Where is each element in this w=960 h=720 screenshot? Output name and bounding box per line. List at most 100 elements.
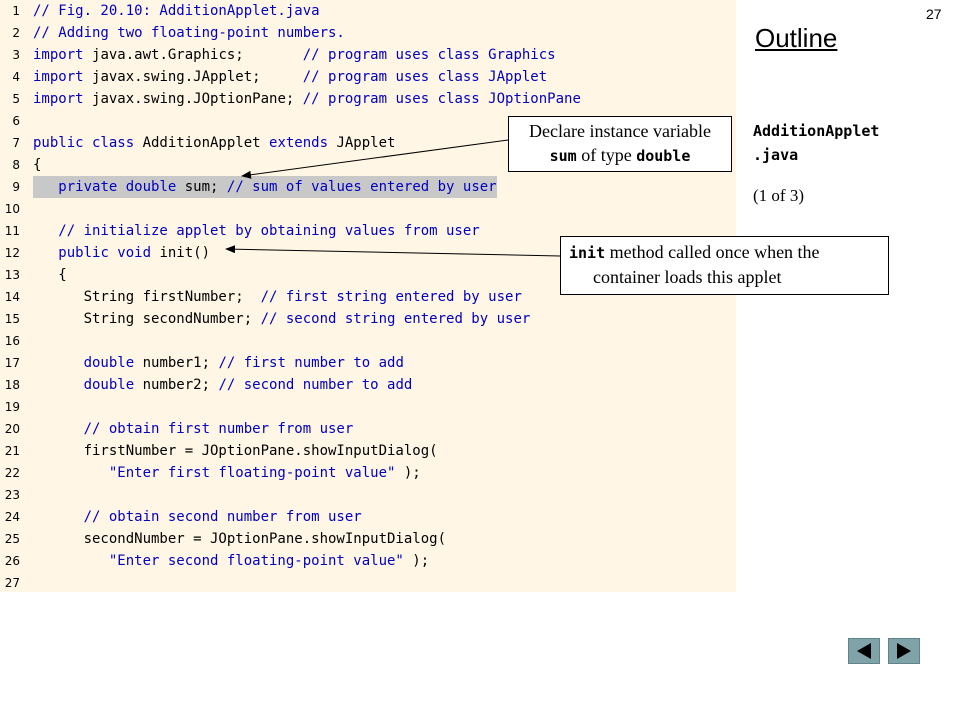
callout-sum-code-double: double [636, 147, 691, 165]
page-part-label: (1 of 3) [753, 186, 804, 205]
code-token: AdditionApplet [142, 135, 270, 151]
code-token: sum; [184, 179, 227, 195]
code-text: import javax.swing.JApplet; // program u… [33, 66, 547, 88]
file-name-label: AdditionApplet .java [753, 119, 879, 167]
code-text: public class AdditionApplet extends JApp… [33, 132, 395, 154]
line-number: 7 [12, 136, 20, 150]
code-token: // program uses class JOptionPane [302, 91, 581, 107]
line-number: 23 [4, 488, 20, 502]
line-number: 22 [4, 466, 20, 480]
code-token: // sum of values entered by user [226, 179, 497, 195]
code-token: private double [58, 179, 185, 195]
code-token [33, 465, 109, 481]
callout-init-method: init method called once when the contain… [560, 236, 889, 295]
code-token: JApplet [336, 135, 396, 151]
code-line: 21 firstNumber = JOptionPane.showInputDi… [0, 440, 736, 462]
code-token: java.awt.Graphics; [92, 47, 303, 63]
code-text: // Fig. 20.10: AdditionApplet.java [33, 0, 320, 22]
code-line: 12 public void init() [0, 242, 736, 264]
code-text: // obtain second number from user [33, 506, 362, 528]
code-text: double number1; // first number to add [33, 352, 404, 374]
code-token [33, 355, 84, 371]
code-line: 11 // initialize applet by obtaining val… [0, 220, 736, 242]
triangle-left-icon [857, 643, 871, 659]
code-listing: 1 // Fig. 20.10: AdditionApplet.java 2// A… [0, 0, 736, 592]
code-line: 8{ [0, 154, 736, 176]
line-number: 11 [4, 224, 20, 238]
code-line: 24 // obtain second number from user [0, 506, 736, 528]
code-text: { [33, 264, 66, 286]
code-text: // initialize applet by obtaining values… [33, 220, 480, 242]
code-token: String firstNumber; [33, 289, 261, 305]
code-token: "Enter first floating-point value" [108, 465, 396, 481]
next-slide-button[interactable] [888, 638, 920, 664]
line-number: 15 [4, 312, 20, 326]
line-number: 20 [4, 422, 20, 436]
code-token: extends [269, 135, 337, 151]
code-token: double [83, 355, 143, 371]
code-text: // obtain first number from user [33, 418, 354, 440]
code-token: init() [159, 245, 211, 261]
code-token: public void [58, 245, 160, 261]
code-line: 2// Adding two floating-point numbers. [0, 22, 736, 44]
line-number: 1 [12, 4, 20, 18]
code-text: "Enter second floating-point value" ); [33, 550, 429, 572]
code-text: double number2; // second number to add [33, 374, 413, 396]
code-token: ); [395, 465, 421, 481]
callout-init-code: init [569, 244, 606, 262]
line-number: 10 [4, 202, 20, 216]
code-text: String secondNumber; // second string en… [33, 308, 531, 330]
code-token: javax.swing.JApplet; [92, 69, 303, 85]
code-line: 4 import javax.swing.JApplet; // program … [0, 66, 736, 88]
outline-title[interactable]: Outline [755, 23, 838, 53]
code-token: secondNumber = JOptionPane.showInputDial… [33, 531, 447, 547]
code-line: 17 double number1; // first number to ad… [0, 352, 736, 374]
code-token [33, 179, 58, 195]
previous-slide-button[interactable] [848, 638, 880, 664]
code-text: String firstNumber; // first string ente… [33, 286, 522, 308]
code-token: "Enter second floating-point value" [108, 553, 404, 569]
line-number: 6 [12, 114, 20, 128]
code-line: 13 { [0, 264, 736, 286]
line-number: 27 [4, 576, 20, 590]
code-line: 1 // Fig. 20.10: AdditionApplet.java [0, 0, 736, 22]
code-token: ); [403, 553, 430, 569]
code-token: import [33, 91, 93, 107]
code-token: firstNumber = JOptionPane.showInputDialo… [33, 443, 438, 459]
callout-init-text: method called once when the [605, 242, 820, 262]
code-text: { [33, 154, 41, 176]
line-number: 18 [4, 378, 20, 392]
code-line: 27 [0, 572, 736, 594]
callout-sum-of-type: of type [576, 145, 637, 165]
code-token: { [33, 157, 42, 173]
code-token: javax.swing.JOptionPane; [92, 91, 303, 107]
code-token [33, 377, 84, 393]
code-text: public void init() [33, 242, 210, 264]
code-text: // Adding two floating-point numbers. [33, 22, 345, 44]
code-token: // first number to add [218, 355, 404, 371]
code-token: double [83, 377, 143, 393]
code-token: import [33, 69, 93, 85]
code-token: // obtain first number from user [33, 421, 354, 437]
code-token: // program uses class JApplet [302, 69, 548, 85]
code-line: 9 private double sum; // sum of values e… [0, 176, 736, 198]
code-line: 22 "Enter first floating-point value" ); [0, 462, 736, 484]
line-number: 9 [12, 180, 20, 194]
callout-init-line2: container loads this applet [593, 267, 782, 287]
code-token [33, 245, 58, 261]
line-number: 12 [4, 246, 20, 260]
code-token: import [33, 47, 93, 63]
file-name-line2: .java [753, 146, 799, 164]
line-number: 26 [4, 554, 20, 568]
line-number: 4 [12, 70, 20, 84]
code-token [33, 553, 109, 569]
code-token: // Fig. 20.10: AdditionApplet.java [33, 3, 320, 19]
code-token: // second string entered by user [260, 311, 531, 327]
code-token: // initialize applet by obtaining values… [33, 223, 480, 239]
code-text: firstNumber = JOptionPane.showInputDialo… [33, 440, 438, 462]
code-token: public class [33, 135, 143, 151]
line-number: 14 [4, 290, 20, 304]
code-line: 15 String secondNumber; // second string… [0, 308, 736, 330]
code-line: 20 // obtain first number from user [0, 418, 736, 440]
